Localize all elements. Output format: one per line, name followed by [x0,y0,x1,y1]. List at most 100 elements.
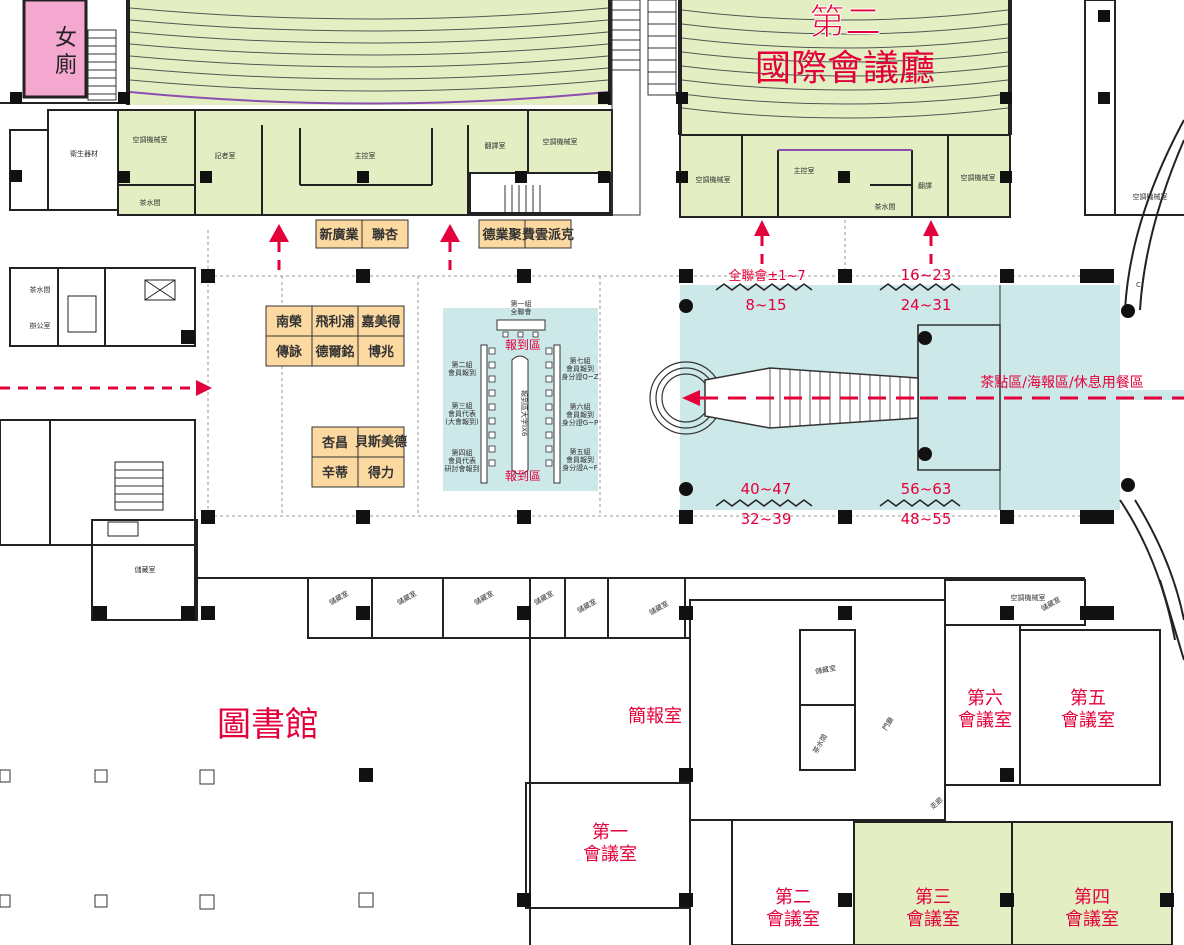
seat-label-c: 16~23 [901,266,952,284]
booth-grid-2: 飛利浦 [314,314,354,330]
stairs-middle [611,0,677,216]
control4-label: 空調機械室 [961,173,996,182]
escalator [649,361,919,435]
reg-group5-sub2: 身分證A~F [562,463,598,472]
seat-label-b: 8~15 [745,296,786,314]
reg-group3-sub1: 會員代表 [448,409,476,418]
structural-columns [10,10,1174,907]
hygiene-label: 衛生器材 [70,149,98,158]
second-hall-title-1: 第二 [809,2,881,43]
foyer-left-rooms [0,267,198,621]
storage-label-7: 儲藏室 [647,599,670,617]
reg-title-top: 報到區 [505,338,541,352]
queue-lines [715,283,961,507]
lounge-label: 茶點區/海報區/休息用餐區 [980,374,1143,391]
right-curve [1119,499,1184,641]
briefing-room-label: 簡報室 [628,706,682,727]
booth-grid-5: 德爾銘 [315,344,354,360]
reg-group6-sub1: 會員報到 [566,410,594,419]
room3-line1: 第三 [915,887,951,908]
reg-center: 報到區大字IX6 [520,390,529,437]
second-hall-title-2: 國際會議廳 [755,48,935,89]
booth-grid2-2: 貝斯美德 [355,434,407,450]
reg-group7: 第七組 [570,356,591,365]
record-label: 記者室 [215,151,236,160]
room2-line2: 會議室 [766,909,820,930]
stairs-top-left [87,29,117,101]
tea3-label: 茶水間 [30,285,51,294]
library-label: 圖書館 [217,705,319,745]
seat-label-f: 32~39 [741,510,792,528]
reg-group3: 第三組 [452,401,473,410]
booths-top [315,219,572,249]
storage-label: 儲藏室 [135,565,156,574]
storage-label-9: 儲藏室 [814,663,836,676]
booth-top-2: 聯杏 [372,227,399,243]
tea4-label: 茶水間 [811,732,829,755]
c-label: C [1136,281,1141,289]
booths-grid [265,305,405,367]
seat-label-d: 24~31 [901,296,952,314]
booth-top-3: 德業聚 [482,227,522,243]
library-columns [0,769,374,910]
right-top-rooms [1084,0,1184,311]
control2-label: 空調機械室 [543,137,578,146]
corridor-label: 走廊 [928,795,945,811]
booth-grid2-3: 辛蒂 [322,465,348,481]
seat-label-h: 48~55 [901,510,952,528]
storage-label-2: 儲藏室 [327,589,350,607]
room5-line1: 第五 [1070,688,1106,709]
reg-group2-sub: 會員報到 [448,368,476,377]
reg-group5: 第五組 [570,447,591,456]
round-columns [679,299,1135,496]
room1-line1: 第一 [592,822,628,843]
booth-grid-1: 南榮 [276,314,302,330]
booths-grid-2 [311,426,405,488]
first-hall-rooms [117,109,613,216]
reg-group1-sub: 全聯會 [511,307,532,316]
foyer-left-stairs [115,469,163,503]
storage-label-5: 儲藏室 [532,589,555,607]
booth-grid-6: 博兆 [368,344,394,360]
room1-line2: 會議室 [583,844,637,865]
room2-line1: 第二 [775,887,811,908]
room4-line1: 第四 [1074,887,1110,908]
booth-grid-3: 嘉美得 [360,314,400,330]
office-label: 辦公室 [30,321,51,330]
route-arrows [0,236,1184,400]
room4-line2: 會議室 [1065,909,1119,930]
booth-top-4: 費雲派克 [522,227,574,243]
registration-area [443,308,598,491]
second-international-hall [678,0,1012,135]
reg-group6: 第六組 [570,402,591,411]
main1-label: 主控室 [355,151,376,160]
storage-label-3: 儲藏室 [395,589,418,607]
control1-label: 空調機械室 [133,135,168,144]
column-grid [207,220,1080,517]
reg-group1: 第一組 [511,299,532,308]
seat-label-g: 56~63 [901,480,952,498]
restroom-char1: 女 [55,26,77,51]
arrow-heads [196,220,939,406]
reg-group6-sub2: 身分證G~P [562,418,599,427]
meeting-room-3 [853,821,1013,945]
reg-group5-sub1: 會員報到 [566,455,594,464]
first-international-hall [126,0,612,105]
reg-group7-sub2: 身分證Q~Z [561,372,598,381]
main2-label: 主控室 [794,166,815,175]
room6-line2: 會議室 [958,710,1012,731]
tea2-label: 茶水間 [875,202,896,211]
room5-line2: 會議室 [1061,710,1115,731]
booth-grid2-4: 得力 [367,465,394,481]
reg-group7-sub1: 會員報到 [566,364,594,373]
room6-line1: 第六 [967,688,1003,709]
tea1-label: 茶水間 [140,198,161,207]
storage-label-6: 儲藏室 [575,597,598,615]
reg-group4-sub2: 研討會報到 [445,464,480,473]
reg-title-bottom: 報到區 [505,469,541,483]
seat-label-a: 全聯會±1~7 [728,268,805,284]
seat-label-e: 40~47 [741,480,792,498]
left-rooms [0,102,120,211]
reg-group3-sub2: (大會報到) [445,417,479,426]
